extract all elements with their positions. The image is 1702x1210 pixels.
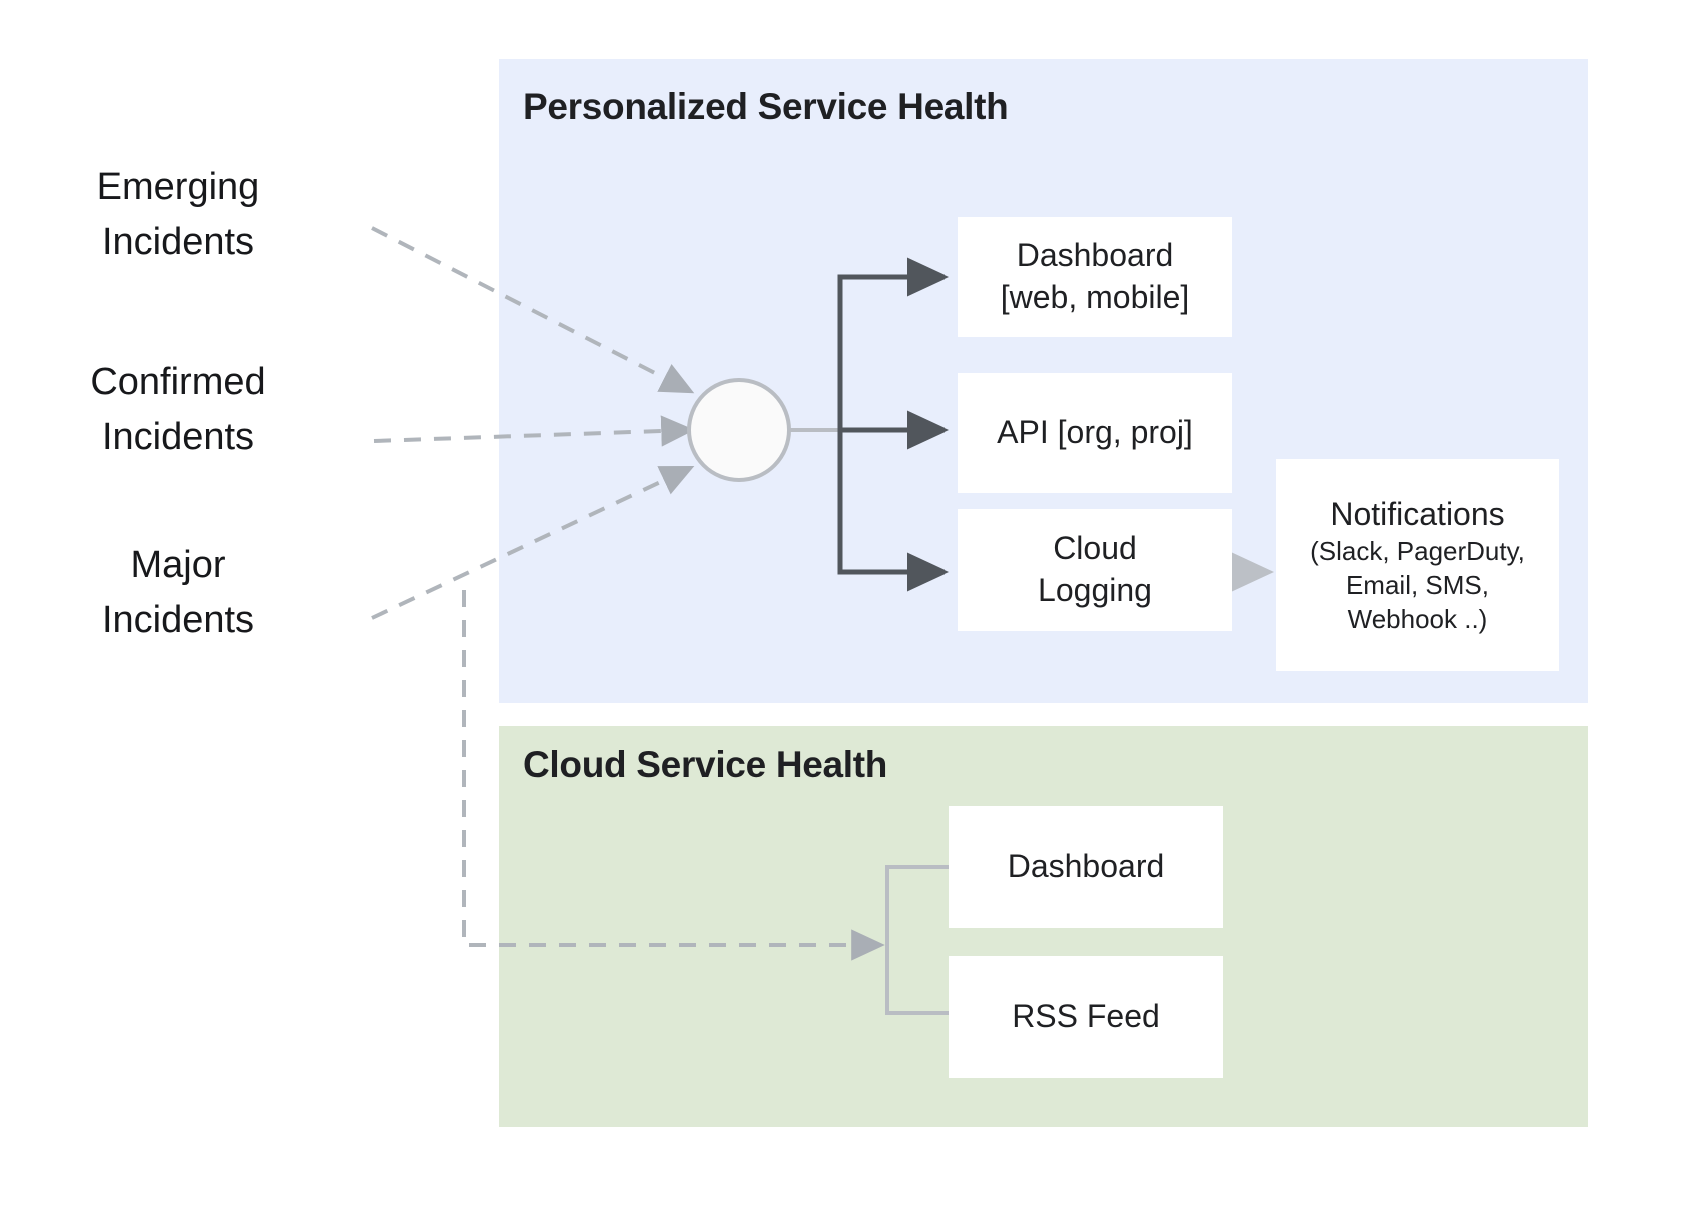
node-cloud-dashboard[interactable]: Dashboard (949, 806, 1223, 928)
node-cloud-logging-line2: Logging (1038, 572, 1152, 608)
node-dashboard-web-mobile-line1: Dashboard (1016, 237, 1174, 274)
node-dashboard-web-mobile-line2: [web, mobile] (1000, 279, 1190, 315)
node-api-org-proj[interactable]: API [org, proj] (958, 373, 1232, 493)
node-rss-feed-line1: RSS Feed (1012, 998, 1160, 1035)
node-notifications-line3: Webhook ..) (1347, 603, 1488, 634)
node-rss-feed[interactable]: RSS Feed (949, 956, 1223, 1078)
node-notifications-line2: Email, SMS, (1345, 569, 1489, 600)
node-notifications[interactable]: Notifications (Slack, PagerDuty, Email, … (1276, 459, 1559, 671)
panel-title-cloud-service-health: Cloud Service Health (523, 744, 888, 785)
input-label-emerging-incidents: Emerging Incidents (96, 166, 260, 264)
input-label-major-incidents: Major Incidents (101, 544, 255, 642)
node-cloud-logging-line1: Cloud (1053, 530, 1137, 567)
node-api-org-proj-line1: API [org, proj] (997, 414, 1193, 451)
node-notifications-title: Notifications (1330, 495, 1505, 532)
panel-title-personalized-service-health: Personalized Service Health (523, 86, 1009, 127)
node-dashboard-web-mobile[interactable]: Dashboard [web, mobile] (958, 217, 1232, 337)
node-notifications-line1: (Slack, PagerDuty, (1310, 536, 1525, 567)
node-cloud-dashboard-line1: Dashboard (1007, 848, 1165, 885)
input-label-confirmed-incidents: Confirmed Incidents (90, 361, 266, 459)
node-cloud-logging[interactable]: Cloud Logging (958, 509, 1232, 631)
